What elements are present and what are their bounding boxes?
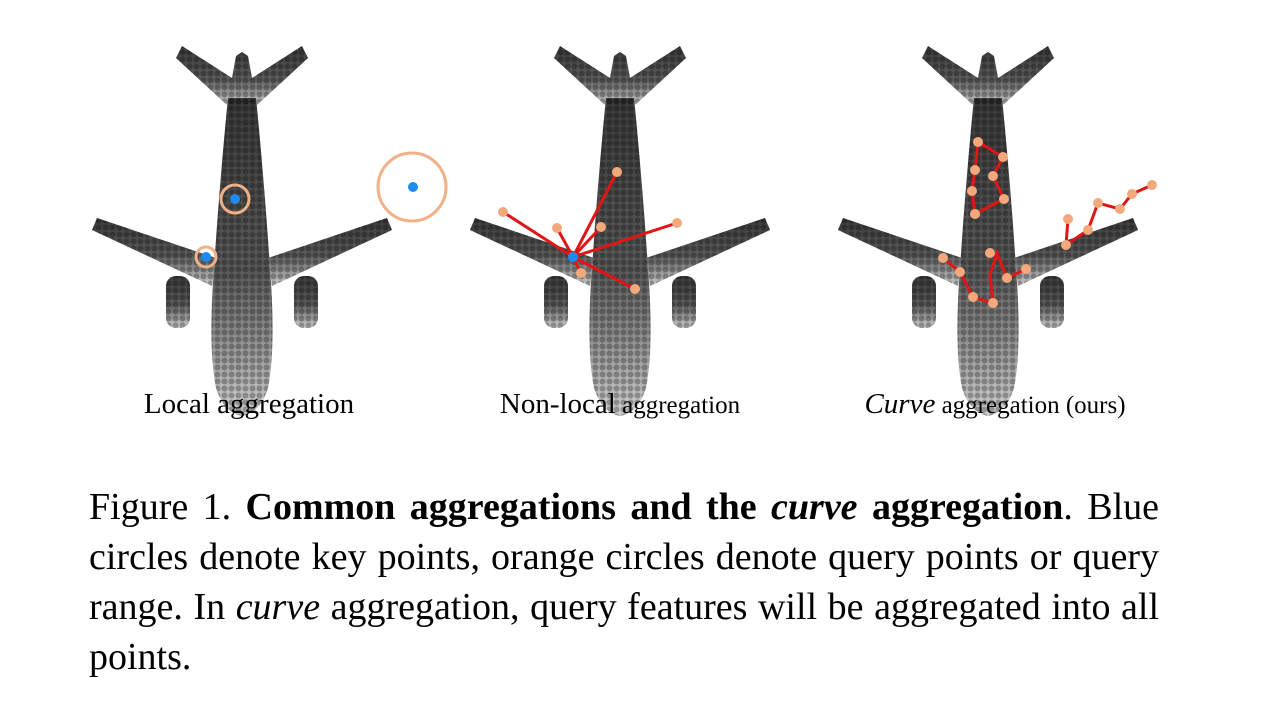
nonlocal-key-point (568, 252, 578, 262)
figure-caption: Figure 1. Common aggregations and the cu… (89, 482, 1159, 682)
caption-title-em: curve (771, 486, 858, 528)
airplane-local (92, 46, 392, 416)
panel-label-nonlocal-rest: aggregation (615, 392, 741, 419)
panel-label-curve-em: Curve (864, 388, 936, 420)
panel-label-curve-rest: aggregation (ours) (935, 392, 1126, 419)
query-range-circle-1 (219, 183, 251, 215)
key-point-2 (201, 252, 211, 262)
panel-label-local: Local aggregation (104, 388, 394, 421)
caption-title-period: . (1063, 486, 1073, 528)
caption-text-b: aggregation, query features will be aggr… (89, 586, 1160, 678)
caption-text-a: Blue circles denote key points, orange c… (89, 486, 1160, 628)
caption-title-a: Common aggregations and the (245, 486, 757, 528)
caption-title: Common aggregations and the curve aggreg… (246, 486, 1064, 528)
caption-text-em: curve (235, 586, 321, 628)
nonlocal-edges (502, 171, 678, 291)
panel-label-local-text: Local aggregation (143, 388, 355, 420)
curve-query-points (938, 137, 1157, 308)
query-range-circle-3 (376, 151, 448, 223)
panel-label-curve: Curve aggregation (ours) (830, 388, 1160, 421)
nonlocal-query-points (498, 167, 682, 294)
panel-label-nonlocal: Non-local aggregation (470, 388, 770, 421)
airplane-nonlocal (470, 46, 770, 416)
panel-label-nonlocal-main: Non-local (499, 388, 616, 420)
caption-figure-number: Figure 1. (89, 486, 232, 528)
caption-title-b: aggregation (871, 486, 1064, 528)
query-range-circle-2 (194, 245, 218, 269)
airplane-curve (838, 46, 1138, 416)
key-point-3 (408, 182, 418, 192)
key-point-1 (230, 194, 240, 204)
